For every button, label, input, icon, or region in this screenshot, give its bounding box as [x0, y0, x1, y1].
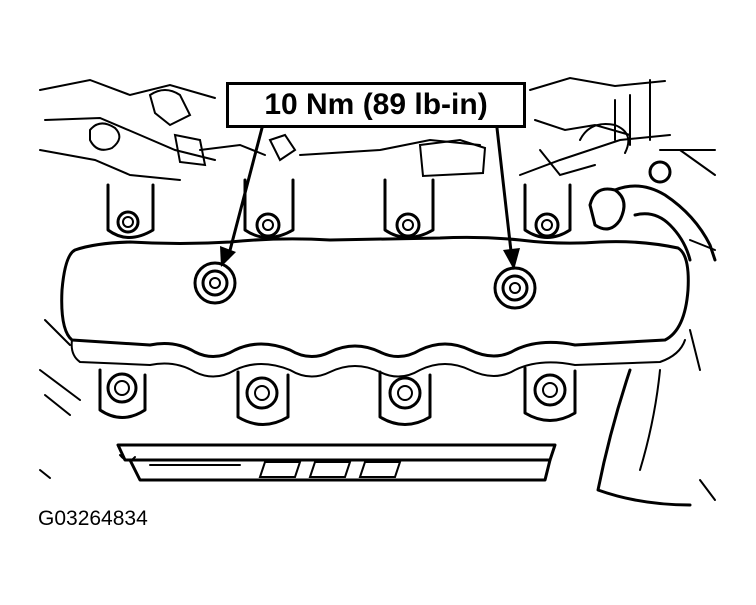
upper-bolt-bosses	[106, 178, 572, 239]
engine-background-lines	[39, 76, 717, 262]
callout-arrow-left	[220, 126, 264, 267]
cover-bolt-left	[193, 261, 237, 305]
lower-rail	[39, 443, 557, 482]
lower-boss-1	[98, 368, 147, 419]
lower-bolt-bosses	[98, 366, 577, 426]
upper-boss-1	[106, 183, 155, 239]
upper-boss-2	[243, 178, 295, 239]
upper-boss-4	[523, 183, 572, 239]
torque-callout-text: 10 Nm (89 lb-in)	[264, 88, 488, 121]
valve-cover	[39, 235, 690, 416]
lower-boss-3	[378, 370, 432, 426]
cover-bolt-right	[493, 266, 537, 310]
lower-boss-4	[523, 366, 577, 422]
torque-callout: 10 Nm (89 lb-in)	[226, 82, 526, 128]
lower-boss-2	[236, 370, 290, 426]
right-side-lines	[596, 329, 716, 507]
upper-boss-3	[383, 178, 435, 239]
callout-arrow-right	[495, 126, 520, 270]
figure-id: G03264834	[38, 507, 148, 530]
